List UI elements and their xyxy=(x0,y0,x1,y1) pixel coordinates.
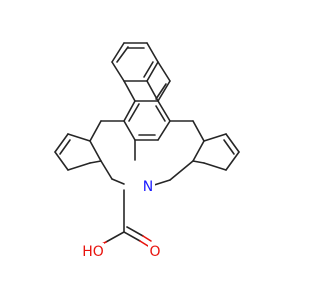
bond xyxy=(157,120,171,141)
bond-c-o-double xyxy=(139,240,149,247)
right-cyclopentene-ring xyxy=(192,133,240,171)
bond xyxy=(111,178,125,185)
bond xyxy=(157,61,171,82)
bond xyxy=(146,42,159,63)
benzene-ring-top xyxy=(111,42,159,82)
bond xyxy=(157,100,171,122)
atom-label-carbonyl-oxygen: O xyxy=(149,244,160,260)
bond xyxy=(169,160,194,181)
bond-double-inner xyxy=(59,139,71,155)
aromatic-ring-lower xyxy=(123,100,171,141)
aromatic-ring-middle xyxy=(123,61,171,102)
bond xyxy=(111,42,125,63)
bond xyxy=(54,151,69,171)
bond-double-inner xyxy=(155,105,166,122)
bond xyxy=(192,120,205,142)
left-cyclopentene-ring xyxy=(54,133,102,171)
bond-double-inner xyxy=(223,139,235,155)
bond xyxy=(123,100,136,122)
atom-label-hydroxyl: HO xyxy=(82,244,104,260)
bond xyxy=(225,133,240,153)
bond xyxy=(225,151,240,171)
bond xyxy=(146,80,159,102)
bond-double-inner xyxy=(155,83,167,100)
bond xyxy=(105,231,125,243)
left-piperidine-ring xyxy=(89,120,136,185)
chemical-structure-diagram: N O HO xyxy=(54,42,240,261)
bond xyxy=(157,80,171,102)
bond-double-inner xyxy=(128,103,140,122)
bond xyxy=(123,80,136,102)
bond xyxy=(203,133,227,142)
bond xyxy=(192,140,205,162)
bond xyxy=(89,120,102,142)
bond-double-inner xyxy=(116,46,129,63)
bond xyxy=(67,162,91,171)
bond xyxy=(123,120,136,141)
label-background xyxy=(148,243,162,261)
bond-double-inner xyxy=(143,61,154,78)
bond xyxy=(111,61,125,82)
label-background xyxy=(141,178,155,196)
bond xyxy=(89,160,102,164)
atom-label-nitrogen-group: N xyxy=(141,178,155,196)
atom-label-hydroxyl-group: HO xyxy=(82,243,104,261)
atom-label-nitrogen: N xyxy=(143,179,153,195)
label-background xyxy=(82,243,104,261)
bond xyxy=(89,140,102,162)
bond xyxy=(146,61,159,82)
right-piperidine-ring xyxy=(150,120,205,187)
carboxylic-acid-group xyxy=(101,189,152,247)
bond xyxy=(192,160,205,164)
bond-double-inner xyxy=(126,226,144,237)
bond xyxy=(54,133,69,153)
bond xyxy=(67,133,91,142)
bond xyxy=(123,231,141,242)
bond xyxy=(203,162,227,171)
bond-c-o-double-inner xyxy=(142,235,152,242)
atom-label-carbonyl-oxygen-group: O xyxy=(148,243,162,261)
bond xyxy=(100,160,113,180)
